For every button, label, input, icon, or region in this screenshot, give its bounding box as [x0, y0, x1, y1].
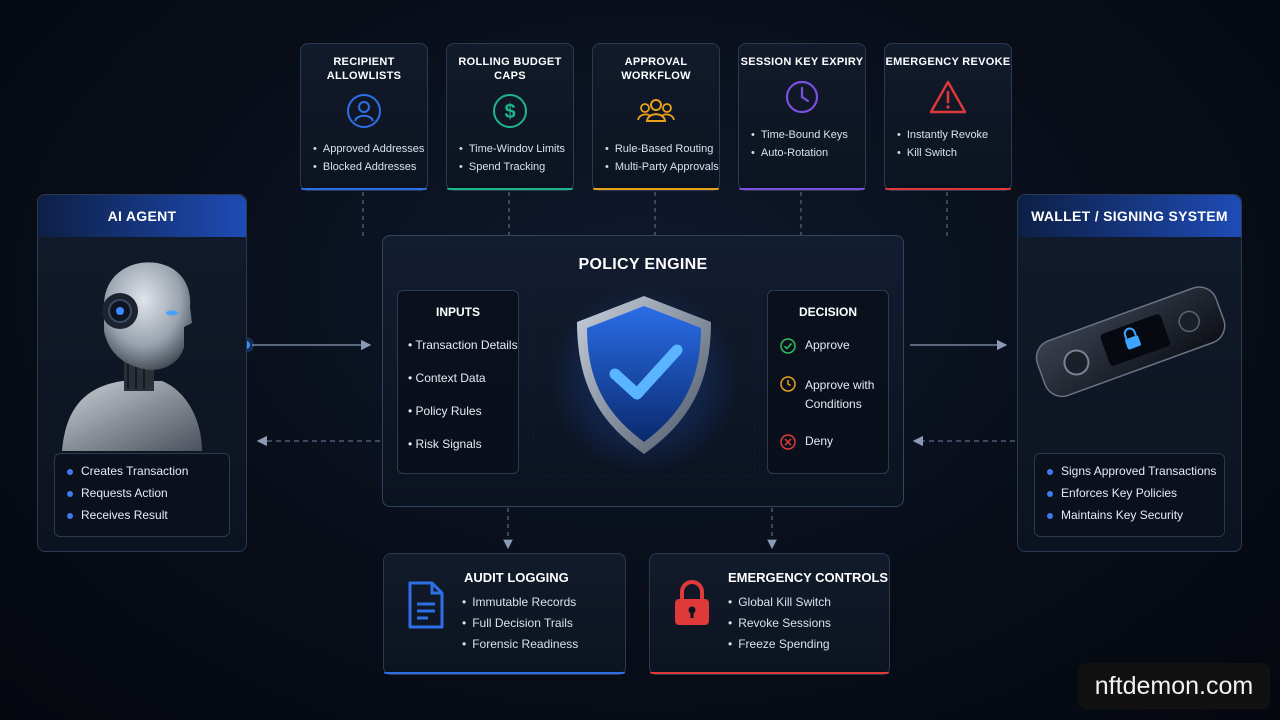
control-card-rolling-budget-caps: ROLLING BUDGET CAPS $ Time-Windov Limits…	[446, 43, 574, 191]
list-item-label: Enforces Key Policies	[1061, 486, 1178, 500]
control-title: SESSION KEY EXPIRY	[740, 56, 864, 68]
control-title: APPROVAL WORKFLOW	[621, 56, 691, 82]
accent-underline	[593, 188, 719, 190]
control-item: Kill Switch	[897, 147, 1011, 159]
policy-engine-title: POLICY ENGINE	[578, 256, 708, 273]
control-item: Rule-Based Routing	[605, 143, 719, 155]
emergency-item: Freeze Spending	[728, 637, 831, 651]
list-item-label: Requests Action	[81, 486, 168, 500]
control-item: Approved Addresses	[313, 143, 427, 155]
group-icon	[636, 91, 676, 131]
decision-label: Approve with Conditions	[805, 378, 875, 411]
wallet-title: WALLET / SIGNING SYSTEM	[1018, 195, 1241, 237]
bullet-dot	[67, 490, 73, 497]
control-item: Time-Windov Limits	[459, 143, 573, 155]
control-item: Auto-Rotation	[751, 147, 865, 159]
list-item: Signs Approved Transactions	[1047, 464, 1216, 478]
input-item: • Policy Rules	[408, 404, 482, 418]
wallet-panel: WALLET / SIGNING SYSTEM Signs Approved T…	[1017, 194, 1242, 552]
emergency-controls-title: EMERGENCY CONTROLS	[728, 570, 889, 585]
svg-text:$: $	[504, 101, 515, 123]
audit-item: Forensic Readiness	[462, 637, 578, 651]
accent-underline	[885, 188, 1011, 190]
decision-title: DECISION	[798, 305, 857, 319]
control-title: ROLLING BUDGET CAPS	[458, 56, 562, 82]
accent-underline	[650, 672, 889, 674]
watermark: nftdemon.com	[1078, 663, 1270, 709]
control-card-session-key-expiry: SESSION KEY EXPIRY Time-Bound Keys Auto-…	[738, 43, 866, 191]
ai-agent-actions-list: Creates Transaction Requests Action Rece…	[54, 453, 230, 537]
control-card-approval-workflow: APPROVAL WORKFLOW Rule-Based Routing Mul…	[592, 43, 720, 191]
control-item: Spend Tracking	[459, 161, 573, 173]
clock-icon	[780, 376, 796, 392]
bullet-dot	[1047, 490, 1053, 497]
decision-deny: Deny	[780, 434, 888, 450]
bullet-dot	[1047, 512, 1053, 519]
dollar-icon: $	[490, 91, 530, 131]
accent-underline	[384, 672, 625, 674]
decision-label: Deny	[805, 434, 834, 448]
control-item: Multi-Party Approvals	[605, 161, 719, 173]
input-item: • Transaction Details	[408, 338, 518, 352]
robot-illustration	[52, 251, 232, 456]
check-circle-icon	[780, 338, 796, 354]
accent-underline	[447, 188, 573, 190]
policy-engine-panel: POLICY ENGINE INPUTS • Transaction Detai…	[382, 235, 904, 507]
emergency-item: Revoke Sessions	[728, 616, 831, 630]
person-icon	[344, 91, 384, 131]
control-item: Blocked Addresses	[313, 161, 427, 173]
list-item-label: Creates Transaction	[81, 464, 189, 478]
audit-logging-card: AUDIT LOGGING Immutable Records Full Dec…	[383, 553, 626, 675]
audit-logging-title: AUDIT LOGGING	[464, 570, 569, 585]
list-item: Maintains Key Security	[1047, 508, 1212, 522]
bullet-dot	[1047, 468, 1053, 475]
shield-check-icon	[532, 285, 756, 481]
control-card-recipient-allowlists: RECIPIENT ALLOWLISTS Approved Addresses …	[300, 43, 428, 191]
accent-underline	[301, 188, 427, 190]
control-title: EMERGENCY REVOKE	[885, 56, 1011, 68]
decision-approve: Approve	[780, 338, 888, 354]
x-circle-icon	[780, 434, 796, 450]
decision-box: DECISION Approve Approve with Conditions…	[767, 290, 889, 474]
input-item: • Risk Signals	[408, 437, 482, 451]
list-item-label: Receives Result	[81, 508, 168, 522]
list-item-label: Maintains Key Security	[1061, 508, 1184, 522]
ai-agent-title: AI AGENT	[38, 195, 246, 237]
list-item: Enforces Key Policies	[1047, 486, 1212, 500]
list-item: Receives Result	[67, 508, 217, 522]
document-icon	[406, 580, 446, 635]
control-title: RECIPIENT ALLOWLISTS	[326, 56, 402, 82]
emergency-controls-card: EMERGENCY CONTROLS Global Kill Switch Re…	[649, 553, 890, 675]
decision-label: Approve	[805, 338, 850, 352]
decision-approve-with-conditions: Approve with Conditions	[780, 376, 888, 414]
control-card-emergency-revoke: EMERGENCY REVOKE Instantly Revoke Kill S…	[884, 43, 1012, 191]
inputs-box: INPUTS • Transaction Details • Context D…	[397, 290, 519, 474]
wallet-functions-list: Signs Approved Transactions Enforces Key…	[1034, 453, 1225, 537]
audit-item: Full Decision Trails	[462, 616, 578, 630]
list-item: Requests Action	[67, 486, 217, 500]
clock-icon	[782, 77, 822, 117]
ai-agent-panel: AI AGENT Creates Transaction Requests Ac…	[37, 194, 247, 552]
inputs-title: INPUTS	[435, 305, 480, 319]
emergency-item: Global Kill Switch	[728, 595, 831, 609]
control-item: Instantly Revoke	[897, 129, 1011, 141]
hardware-wallet-illustration	[1028, 273, 1233, 418]
warning-icon	[928, 77, 968, 117]
audit-item: Immutable Records	[462, 595, 578, 609]
accent-underline	[739, 188, 865, 190]
control-item: Time-Bound Keys	[751, 129, 865, 141]
input-item: • Context Data	[408, 371, 486, 385]
bullet-dot	[67, 468, 73, 475]
padlock-icon	[672, 578, 712, 633]
list-item-label: Signs Approved Transactions	[1061, 464, 1217, 478]
list-item: Creates Transaction	[67, 464, 217, 478]
bullet-dot	[67, 512, 73, 519]
